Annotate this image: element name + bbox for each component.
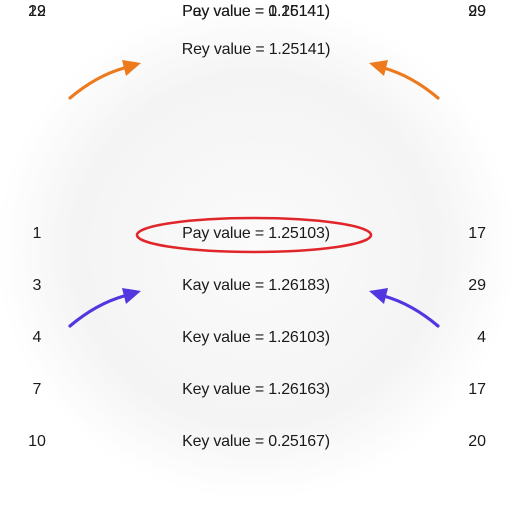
row-right-number: 20 [468,433,486,450]
table-row: 1 Pay value = 1.25103) 17 [0,222,512,246]
table-row-highlighted: 4 Key value = 1.26103) 4 [0,326,512,350]
row-left-number: 3 [32,277,42,294]
table-row: 10 Key value = 0.25167) 20 [0,430,512,454]
table-row: 29 Pey value = 0.15141) 99 [0,0,512,24]
table-row: 7 Key value = 1.26163) 17 [0,378,512,402]
row-right-number: 17 [468,381,486,398]
row-left-number: 12 [28,3,46,20]
row-value-text: Key value = 0.25167) [182,433,330,450]
row-right-number: 17 [468,225,486,242]
row-right-number: 99 [468,3,486,20]
row-left-number: 4 [32,329,42,346]
row-right-number: 29 [468,3,486,20]
row-left-number: 1 [32,225,42,242]
row-value-text: Pay value = 1.26141) [182,3,330,20]
row-value-text: Key value = 1.26163) [182,381,330,398]
row-left-number: 29 [28,3,46,20]
row-value-text: Pey value = 0.15141) [182,3,330,20]
row-left-number: 10 [28,433,46,450]
row-value-text: Pay value = 1.25103) [182,225,330,242]
row-value-text: Key value = 1.26103) [182,329,330,346]
header-title: Rey value = 1.25141) [181,41,331,58]
table-row: 3 Kay value = 1.26183) 29 [0,274,512,298]
row-left-number: 7 [32,381,42,398]
row-right-number: 4 [477,329,486,346]
table-row: 12 Pay value = 1.26141) 29 [0,0,512,24]
row-value-text: Kay value = 1.26183) [182,277,330,294]
row-right-number: 29 [468,277,486,294]
